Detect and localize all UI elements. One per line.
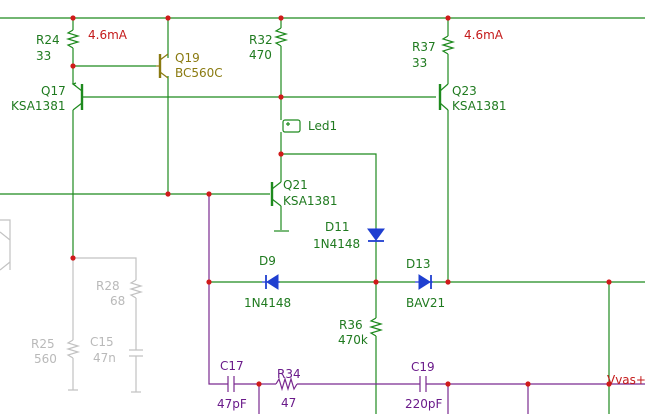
r25-zigzag <box>65 339 81 359</box>
led1-label: Led1 <box>308 119 337 133</box>
r28-zigzag <box>128 279 144 299</box>
r32-label: R32 <box>249 33 273 47</box>
r37-label: R37 <box>412 40 436 54</box>
c17-value: 47pF <box>217 397 247 411</box>
q19-value: BC560C <box>175 66 223 80</box>
r24-label: R24 <box>36 33 60 47</box>
grey-section <box>0 219 144 393</box>
r34-value: 47 <box>281 396 296 410</box>
r32-zigzag <box>273 27 289 47</box>
c19-plates <box>419 376 427 392</box>
d13-value: BAV21 <box>406 296 445 310</box>
r28-value: 68 <box>110 294 125 308</box>
c15-label: C15 <box>90 335 114 349</box>
current-left: 4.6mA <box>88 28 128 42</box>
q19-transistor <box>156 53 169 79</box>
c19-value: 220pF <box>405 397 443 411</box>
c19-label: C19 <box>411 360 435 374</box>
q21-value: KSA1381 <box>283 194 337 208</box>
d13-label: D13 <box>406 257 431 271</box>
r24-zigzag <box>65 29 81 49</box>
c17-label: C17 <box>220 359 244 373</box>
current-right: 4.6mA <box>464 28 504 42</box>
d9-diode <box>262 274 280 290</box>
d9-value: 1N4148 <box>244 296 291 310</box>
q21-transistor <box>270 181 282 207</box>
r36-value: 470k <box>338 333 368 347</box>
d13-diode <box>415 274 433 290</box>
r37-value: 33 <box>412 56 427 70</box>
q19-label: Q19 <box>175 51 200 65</box>
r32-value: 470 <box>249 48 272 62</box>
r34-label: R34 <box>277 367 301 381</box>
q17-label: Q17 <box>41 84 66 98</box>
d11-diode <box>367 228 385 242</box>
q17-transistor <box>71 82 84 111</box>
junction-dots <box>70 15 612 387</box>
r25-value: 560 <box>34 352 57 366</box>
q23-label: Q23 <box>452 84 477 98</box>
r25-label: R25 <box>31 337 55 351</box>
r36-label: R36 <box>339 318 363 332</box>
r37-zigzag <box>440 35 456 55</box>
d11-label: D11 <box>325 220 350 234</box>
r24-value: 33 <box>36 49 51 63</box>
q17-value: KSA1381 <box>11 99 65 113</box>
c15-value: 47n <box>93 351 116 365</box>
c17-plates <box>227 376 235 392</box>
vvas-net-label: Vvas+ <box>607 373 645 387</box>
q23-transistor <box>438 83 449 111</box>
r36-zigzag <box>368 317 384 337</box>
led1-symbol <box>282 119 301 133</box>
q21-label: Q21 <box>283 178 308 192</box>
r28-label: R28 <box>96 279 120 293</box>
q23-value: KSA1381 <box>452 99 506 113</box>
r34-zigzag <box>275 376 298 392</box>
d11-value: 1N4148 <box>313 237 360 251</box>
d9-label: D9 <box>259 254 276 268</box>
